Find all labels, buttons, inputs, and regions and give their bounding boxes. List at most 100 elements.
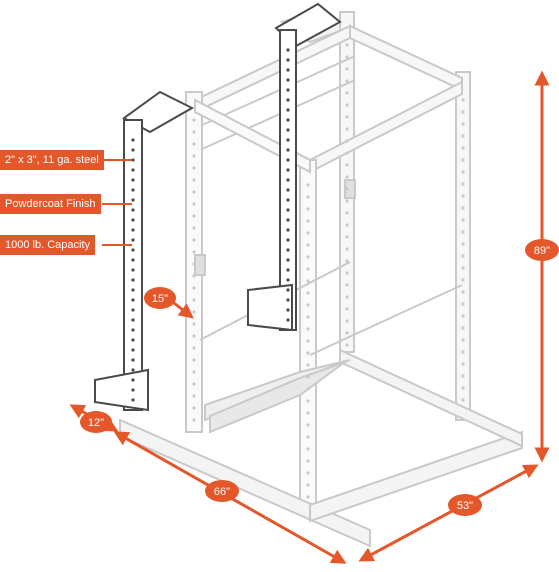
upright-hole [286, 278, 290, 282]
upright-hole [286, 198, 290, 202]
upright-hole [306, 375, 310, 379]
upright-hole [286, 128, 290, 132]
upright-hole [286, 178, 290, 182]
width-badge [448, 494, 482, 516]
upright-hole [131, 168, 135, 172]
upright-hole [345, 115, 349, 119]
spec-callout-material: 2" x 3", 11 ga. steel [0, 150, 104, 170]
upright-hole [461, 290, 465, 294]
upright-hole [286, 238, 290, 242]
upright-hole [306, 423, 310, 427]
upright-hole [461, 338, 465, 342]
upright-hole [192, 418, 196, 422]
upright-hole [345, 151, 349, 155]
j-hook-right [344, 179, 356, 199]
upright-hole [345, 295, 349, 299]
rear-upright-right [455, 71, 471, 421]
upright-hole [306, 207, 310, 211]
hole-pattern [192, 43, 465, 499]
spec-material-label: 2" x 3", 11 ga. steel [5, 154, 99, 166]
upright-hole [345, 199, 349, 203]
upright-hole [461, 254, 465, 258]
upright-hole [345, 307, 349, 311]
depth-label: 66" [214, 486, 230, 498]
upright-hole [192, 154, 196, 158]
upright-hole [286, 248, 290, 252]
upright-hole [131, 278, 135, 282]
upright-hole [345, 235, 349, 239]
upright-hole [306, 279, 310, 283]
floor-plate-grid [209, 361, 346, 434]
upright-hole [131, 268, 135, 272]
pullup-bar-upper [199, 55, 356, 127]
upright-hole [286, 188, 290, 192]
upright-hole [192, 202, 196, 206]
upright-hole [306, 327, 310, 331]
upright-hole [192, 238, 196, 242]
rear-top-crossmember [349, 24, 463, 92]
upright-hole [131, 388, 135, 392]
upright-hole [192, 226, 196, 230]
upright-hole [345, 259, 349, 263]
upright-hole [131, 198, 135, 202]
upright-hole [345, 139, 349, 143]
upright-hole [461, 170, 465, 174]
upright-hole [306, 495, 310, 499]
hole-spacing-badge [144, 287, 176, 309]
upright-hole [306, 255, 310, 259]
upright-hole [306, 399, 310, 403]
upright-hole [306, 459, 310, 463]
upright-hole [131, 238, 135, 242]
upright-hole [286, 98, 290, 102]
extension-holes [131, 48, 290, 402]
upright-hole [131, 208, 135, 212]
upright-hole [345, 79, 349, 83]
upright-hole [192, 346, 196, 350]
upright-hole [131, 298, 135, 302]
upright-hole [131, 228, 135, 232]
upright-hole [461, 158, 465, 162]
upright-hole [461, 266, 465, 270]
upright-hole [192, 286, 196, 290]
j-hook-left [194, 254, 206, 276]
upright-hole [461, 194, 465, 198]
upright-hole [192, 406, 196, 410]
upright-hole [131, 218, 135, 222]
upright-hole [345, 223, 349, 227]
upright-hole [461, 182, 465, 186]
upright-hole [345, 283, 349, 287]
upright-hole [306, 471, 310, 475]
upright-hole [192, 178, 196, 182]
upright-hole [306, 339, 310, 343]
top-beam-right [309, 80, 463, 174]
upright-hole [345, 67, 349, 71]
upright-hole [306, 267, 310, 271]
upright-hole [131, 308, 135, 312]
extension-foot-left [94, 368, 149, 412]
upright-hole [131, 338, 135, 342]
upright-hole [345, 211, 349, 215]
upright-hole [286, 288, 290, 292]
upright-hole [286, 208, 290, 212]
upright-hole [286, 218, 290, 222]
spec-finish-label: Powdercoat Finish [5, 198, 96, 210]
upright-hole [461, 122, 465, 126]
upright-hole [131, 358, 135, 362]
upright-hole [345, 247, 349, 251]
spec-callout-finish: Powdercoat Finish [0, 194, 101, 214]
upright-hole [306, 315, 310, 319]
upright-hole [286, 308, 290, 312]
upright-hole [192, 118, 196, 122]
base-right [309, 430, 523, 523]
upright-hole [131, 328, 135, 332]
safety-bar-right [309, 284, 463, 356]
upright-hole [461, 230, 465, 234]
upright-hole [345, 163, 349, 167]
upright-hole [286, 168, 290, 172]
upright-hole [306, 183, 310, 187]
upright-hole [131, 318, 135, 322]
upright-hole [286, 88, 290, 92]
upright-hole [461, 302, 465, 306]
upright-hole [286, 148, 290, 152]
